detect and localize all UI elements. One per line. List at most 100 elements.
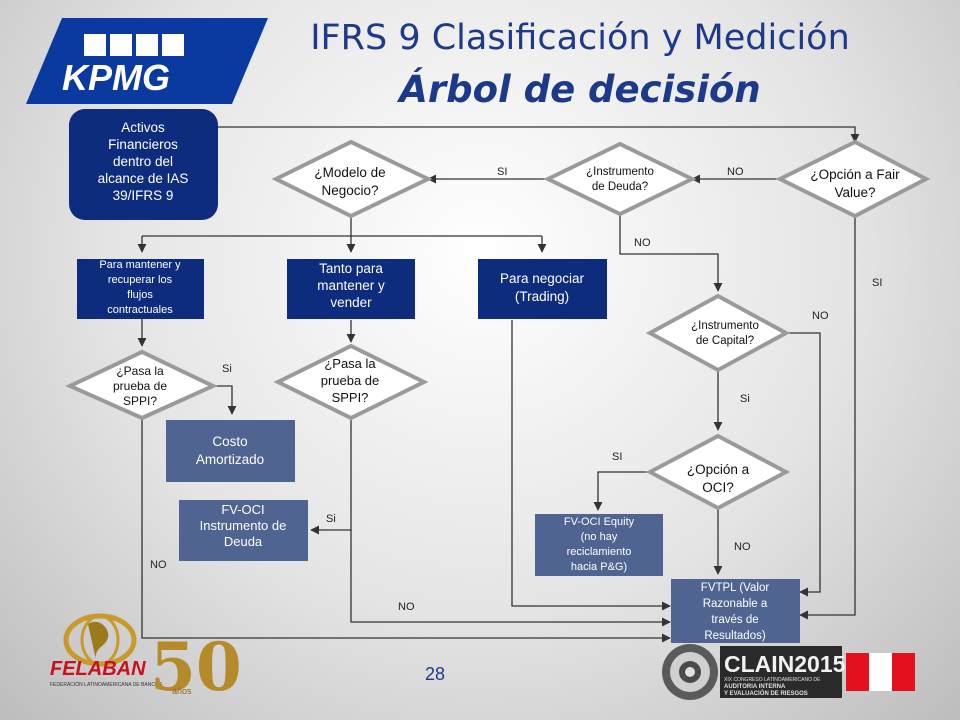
felaban-logo: FELABAN FEDERACIÓN LATINOAMERICANA DE BA…	[50, 613, 242, 706]
node-text-line: (Trading)	[515, 289, 569, 304]
node-text-line: Value?	[834, 185, 875, 200]
label-si-sppi-1: Si	[222, 363, 232, 375]
diamond-fair-value-option	[775, 139, 931, 219]
felaban-anos: años	[172, 686, 192, 696]
node-hold-and-sell	[287, 259, 415, 319]
node-start	[69, 109, 218, 220]
felaban-years: 50	[150, 628, 242, 706]
node-text-line: prueba de	[113, 379, 167, 393]
edge-debt-no	[619, 214, 723, 292]
node-text-line: contractuales	[107, 304, 173, 316]
node-text-line: dentro del	[113, 154, 173, 169]
node-text-line: FVTPL (Valor	[701, 582, 770, 594]
label-no-oci: NO	[734, 541, 751, 553]
label-si-equity: Si	[740, 393, 750, 405]
edge-sppi1-si	[213, 385, 237, 415]
node-text-hold-and-sell: Tanto para mantener y vender	[317, 261, 385, 310]
diamond-business-model	[271, 139, 433, 219]
node-text-line: Para negociar	[500, 271, 585, 286]
diamond-sppi-test-1	[65, 349, 218, 421]
clain-subtitle-2: AUDITORIA INTERNA	[724, 684, 786, 690]
node-trading	[478, 259, 607, 319]
page-subtitle: Árbol de decisión	[399, 68, 761, 111]
edge-start-to-fair-value	[218, 126, 860, 143]
clain-subtitle-1: XIX CONGRESO LATINOAMERICANO DE	[724, 677, 821, 683]
diamond-debt-instrument	[543, 141, 697, 217]
label-si-fair-value: SI	[872, 277, 882, 289]
node-text-line: Tanto para	[319, 261, 383, 276]
node-text-line: recuperar los	[108, 274, 173, 286]
edge-sppi2-no	[350, 530, 671, 627]
node-text-line: mantener y	[317, 278, 385, 293]
peru-flag	[846, 653, 915, 691]
node-text-line: hacia P&G)	[571, 561, 627, 573]
diamond-equity-instrument	[645, 293, 791, 373]
edge-oci-si	[593, 471, 650, 511]
label-no-debt: NO	[634, 237, 651, 249]
node-text-line: alcance de IAS	[98, 171, 189, 186]
node-text-line: ¿Opción a	[687, 462, 750, 477]
edge-fair-value-si	[799, 216, 856, 620]
node-shapes	[65, 109, 931, 643]
node-text-line: ¿Instrumento	[691, 320, 759, 332]
kpmg-logo: KPMG	[26, 18, 268, 104]
node-text-line: Instrumento de	[200, 518, 287, 533]
edge-trading	[511, 320, 671, 611]
node-text-line: 39/IFRS 9	[113, 188, 174, 203]
node-text-line: ¿Pasa la	[324, 356, 376, 371]
node-text-trading: Para negociar (Trading)	[500, 271, 585, 304]
edge-equity-no	[786, 332, 821, 597]
node-text-line: Amortizado	[196, 452, 264, 467]
node-text-line: ¿Opción a Fair	[810, 167, 900, 182]
clain-subtitle-3: Y EVALUACIÓN DE RIESGOS	[724, 689, 808, 697]
node-text-sppi-test-2: ¿Pasa la prueba de SPPI?	[321, 356, 380, 405]
edge-labels: NO SI NO SI NO Si SI NO Si Si NO NO	[150, 166, 882, 613]
node-hold-to-collect	[77, 259, 204, 319]
diamond-oci-option	[645, 433, 791, 511]
edge-sppi1-no	[141, 418, 671, 643]
node-text-line: Financieros	[108, 137, 178, 152]
page-number: 28	[424, 664, 446, 684]
node-text-line: Para mantener y	[99, 259, 181, 271]
node-amortized-cost	[166, 420, 295, 482]
node-text-line: Negocio?	[321, 183, 378, 198]
node-text-line: flujos	[127, 289, 153, 301]
felaban-subtitle: FEDERACIÓN LATINOAMERICANA DE BANCOS	[50, 681, 163, 688]
node-text-line: FV-OCI	[221, 502, 264, 517]
felaban-wordmark: FELABAN	[50, 658, 146, 680]
node-text-line: Deuda	[224, 534, 263, 549]
node-text-line: SPPI?	[332, 390, 369, 405]
kpmg-logo-text: KPMG	[62, 57, 170, 98]
clain-wordmark: CLAIN2015	[724, 651, 846, 677]
node-text-line: ¿Instrumento	[586, 166, 654, 178]
node-text-line: reciclamiento	[567, 546, 632, 558]
node-text-line: Resultados)	[704, 630, 766, 642]
node-text-hold-to-collect: Para mantener y recuperar los flujos contra…	[99, 259, 181, 316]
clain-logo: CLAIN2015 XIX CONGRESO LATINOAMERICANO D…	[662, 644, 846, 700]
label-no-equity: NO	[812, 310, 829, 322]
node-text-line: prueba de	[321, 373, 380, 388]
node-text-line: de Deuda?	[592, 181, 648, 193]
label-si-sppi-2: Si	[326, 513, 336, 525]
node-text-debt-instrument: ¿Instrumento de Deuda?	[586, 166, 654, 193]
label-si-debt: SI	[497, 166, 507, 178]
node-text-line: OCI?	[702, 480, 734, 495]
node-text-line: SPPI?	[123, 394, 157, 408]
node-text-line: vender	[330, 295, 372, 310]
label-si-oci: SI	[612, 451, 622, 463]
node-fvoci-equity	[535, 514, 663, 576]
connectors	[137, 126, 860, 643]
node-text-line: Razonable a	[703, 598, 768, 610]
node-fvoci-debt	[179, 500, 308, 561]
label-no-sppi-2: NO	[398, 601, 415, 613]
node-text-line: Costo	[212, 434, 247, 449]
